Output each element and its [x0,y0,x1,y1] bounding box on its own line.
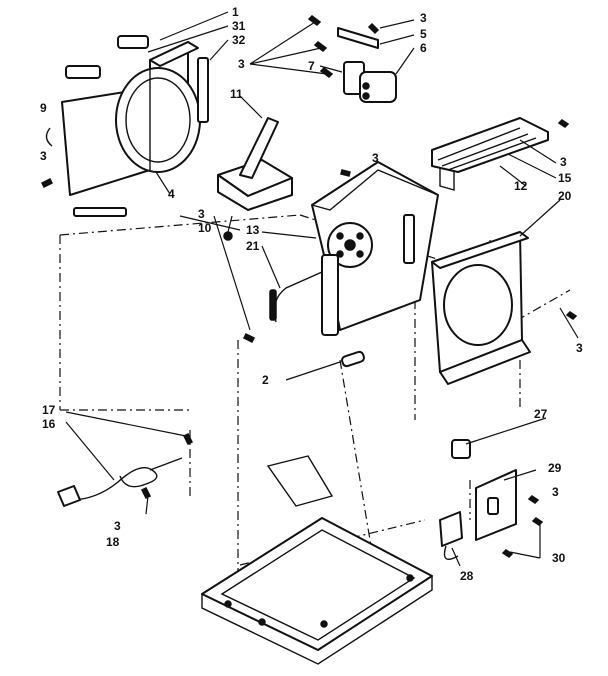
damper-bracket [217,117,293,211]
base-pan [201,517,433,665]
fan-shroud-bulkhead [311,161,439,336]
callout-17: 17 [42,403,56,417]
drain-plate [266,455,334,507]
callout-27: 27 [534,407,548,421]
callout-labels: 1 31 32 3 5 6 3 7 9 3 11 3 3 15 12 20 4 … [40,5,583,583]
callout-3-mid: 3 [372,151,379,165]
power-cord [57,457,183,507]
callout-15: 15 [558,171,572,185]
evaporator-coil [431,117,549,191]
leader-lines [65,11,579,567]
callout-18: 18 [106,535,120,549]
clip [45,127,53,147]
callout-3-bracket: 3 [552,485,559,499]
callout-5: 5 [420,27,427,41]
callout-31: 31 [232,19,246,33]
callout-1: 1 [232,5,239,19]
callout-3-bottom-left: 3 [198,207,205,221]
gasket-pad [117,35,149,49]
callout-9: 9 [40,101,47,115]
condenser-shroud [431,231,531,385]
callout-12: 12 [514,179,528,193]
callout-21: 21 [246,239,260,253]
callout-3-top-right: 3 [420,11,427,25]
foam-strip [197,57,209,123]
sensor-bulb [269,289,277,321]
screws [40,15,578,558]
callout-3-screws: 3 [238,57,245,71]
foam-strip [73,207,127,217]
callout-7: 7 [308,59,315,73]
callout-3-right: 3 [560,155,567,169]
callout-13: 13 [246,223,260,237]
gasket-pad [65,65,101,79]
callout-29: 29 [548,461,562,475]
callout-30: 30 [552,551,566,565]
callout-10: 10 [198,221,212,235]
callout-6: 6 [420,41,427,55]
callout-20: 20 [558,189,572,203]
callout-11: 11 [230,87,243,101]
blower-housing [61,41,201,196]
callout-16: 16 [42,417,56,431]
motor-shaft [341,350,365,368]
callout-3-shroud: 3 [576,341,583,355]
capacitor-assembly [337,27,397,103]
callout-32: 32 [232,33,246,47]
callout-3-left: 3 [40,149,47,163]
control-box [439,439,517,560]
callout-28: 28 [460,569,474,583]
capillary-tube [273,271,323,323]
callout-3-cord: 3 [114,519,121,533]
callout-4: 4 [168,187,175,201]
callout-2: 2 [262,373,269,387]
